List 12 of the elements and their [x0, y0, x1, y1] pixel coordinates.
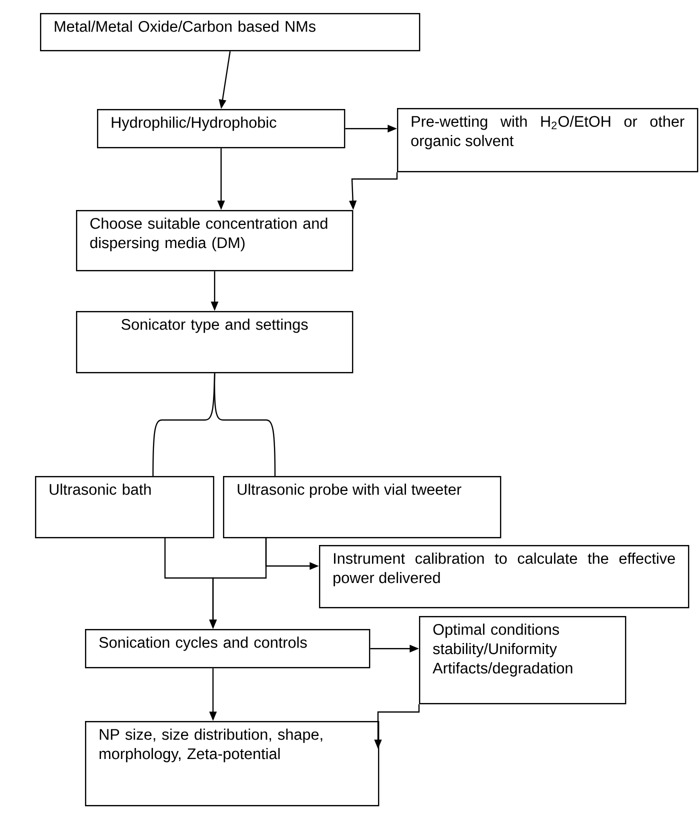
process-box: Ultrasonic probe with vial tweeter — [223, 476, 502, 538]
brace-connector — [214, 373, 276, 476]
process-box: Optimal conditions stability/Uniformity Artifacts/degradation — [419, 616, 626, 704]
process-box: NP size, size distribution, shape, morphology, Zeta-potential — [85, 721, 380, 806]
process-box: Sonication cycles and controls — [85, 629, 370, 668]
process-box: Hydrophilic/Hydrophobic — [97, 109, 346, 148]
process-box: Pre-wetting with H$_{2}$O/EtOH or other organic solvent — [397, 108, 698, 172]
process-box: Sonicator type and settings — [76, 311, 354, 374]
process-box: Metal/Metal Oxide/Carbon based NMs — [40, 13, 420, 52]
process-box: Choose suitable concentration and dispersing media (DM) — [76, 210, 354, 272]
process-box: Ultrasonic bath — [35, 476, 214, 538]
process-box: Instrument calibration to calculate the effective power delivered — [319, 545, 690, 608]
